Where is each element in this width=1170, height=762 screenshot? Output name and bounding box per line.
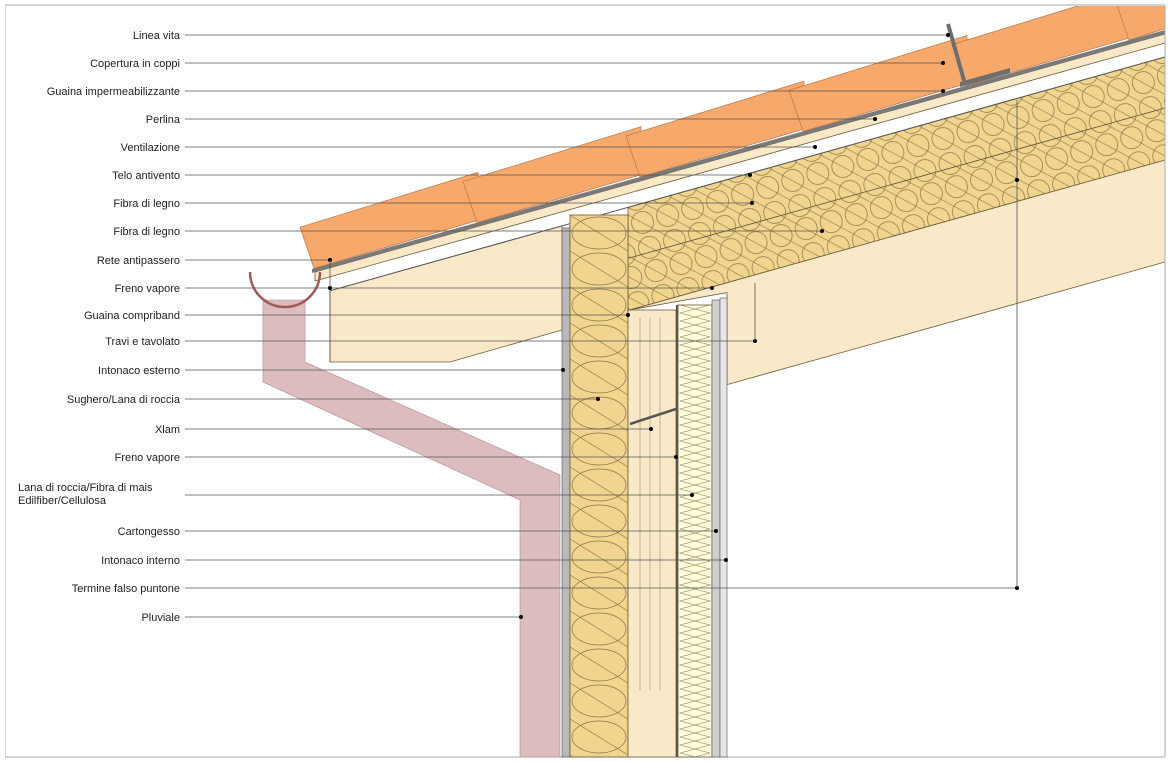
layer-label: Sughero/Lana di roccia — [67, 394, 181, 406]
leader-dot — [561, 368, 565, 372]
leader-dot — [748, 173, 752, 177]
leader-dot — [750, 201, 754, 205]
downpipe[interactable] — [262, 299, 561, 758]
leader-dot — [674, 455, 678, 459]
layer-label: Guaina impermeabilizzante — [47, 86, 180, 98]
wind-barrier — [329, 56, 1166, 292]
leader-dot — [724, 558, 728, 562]
layer-label: Travi e tavolato — [105, 336, 180, 348]
layer-label: Pluviale — [141, 612, 180, 624]
layer-label: Linea vita — [133, 30, 181, 42]
layer-label: Telo antivento — [112, 170, 180, 182]
layer-label: Freno vapore — [115, 452, 180, 464]
layer-label: Fibra di legno — [113, 198, 180, 210]
lifeline-post — [946, 23, 967, 85]
plasterboard — [711, 299, 721, 758]
leader-dot — [690, 493, 694, 497]
layer-label: Fibra di legno — [113, 226, 180, 238]
leader-dot — [813, 145, 817, 149]
xlam-connector — [629, 407, 677, 426]
wall-cork-insulation — [569, 214, 629, 758]
leader-dot — [941, 89, 945, 93]
internal-plaster — [719, 297, 728, 758]
leader-dot — [710, 286, 714, 290]
external-plaster — [561, 227, 571, 758]
layer-label: Copertura in coppi — [90, 58, 180, 70]
leader-dot — [626, 313, 630, 317]
gutter — [248, 271, 322, 309]
layer-label: Cartongesso — [118, 526, 180, 538]
leader-dot — [596, 397, 600, 401]
leader-dot — [820, 229, 824, 233]
layer-label: Xlam — [155, 424, 180, 436]
leader-dot — [519, 615, 523, 619]
roof-tile — [1114, 0, 1170, 41]
layer-label: Guaina compriband — [84, 310, 180, 322]
leader-dot — [649, 427, 653, 431]
leader-dot — [946, 33, 950, 37]
layer-label: Termine falso puntone — [72, 583, 180, 595]
xlam-panel — [627, 309, 677, 758]
leader-dot — [941, 61, 945, 65]
layer-label: Intonaco interno — [101, 555, 180, 567]
leader-lines — [185, 33, 1019, 619]
leader-dot — [714, 529, 718, 533]
leader-dot — [873, 117, 877, 121]
layer-label: Intonaco esterno — [98, 365, 180, 377]
layer-label: Ventilazione — [121, 142, 180, 154]
layer-label: Rete antipassero — [97, 255, 180, 267]
waterproof-membrane — [312, 30, 1165, 273]
layer-label: Perlina — [146, 114, 181, 126]
lifeline-plate — [960, 68, 1010, 87]
layer-label: Freno vapore — [115, 283, 180, 295]
